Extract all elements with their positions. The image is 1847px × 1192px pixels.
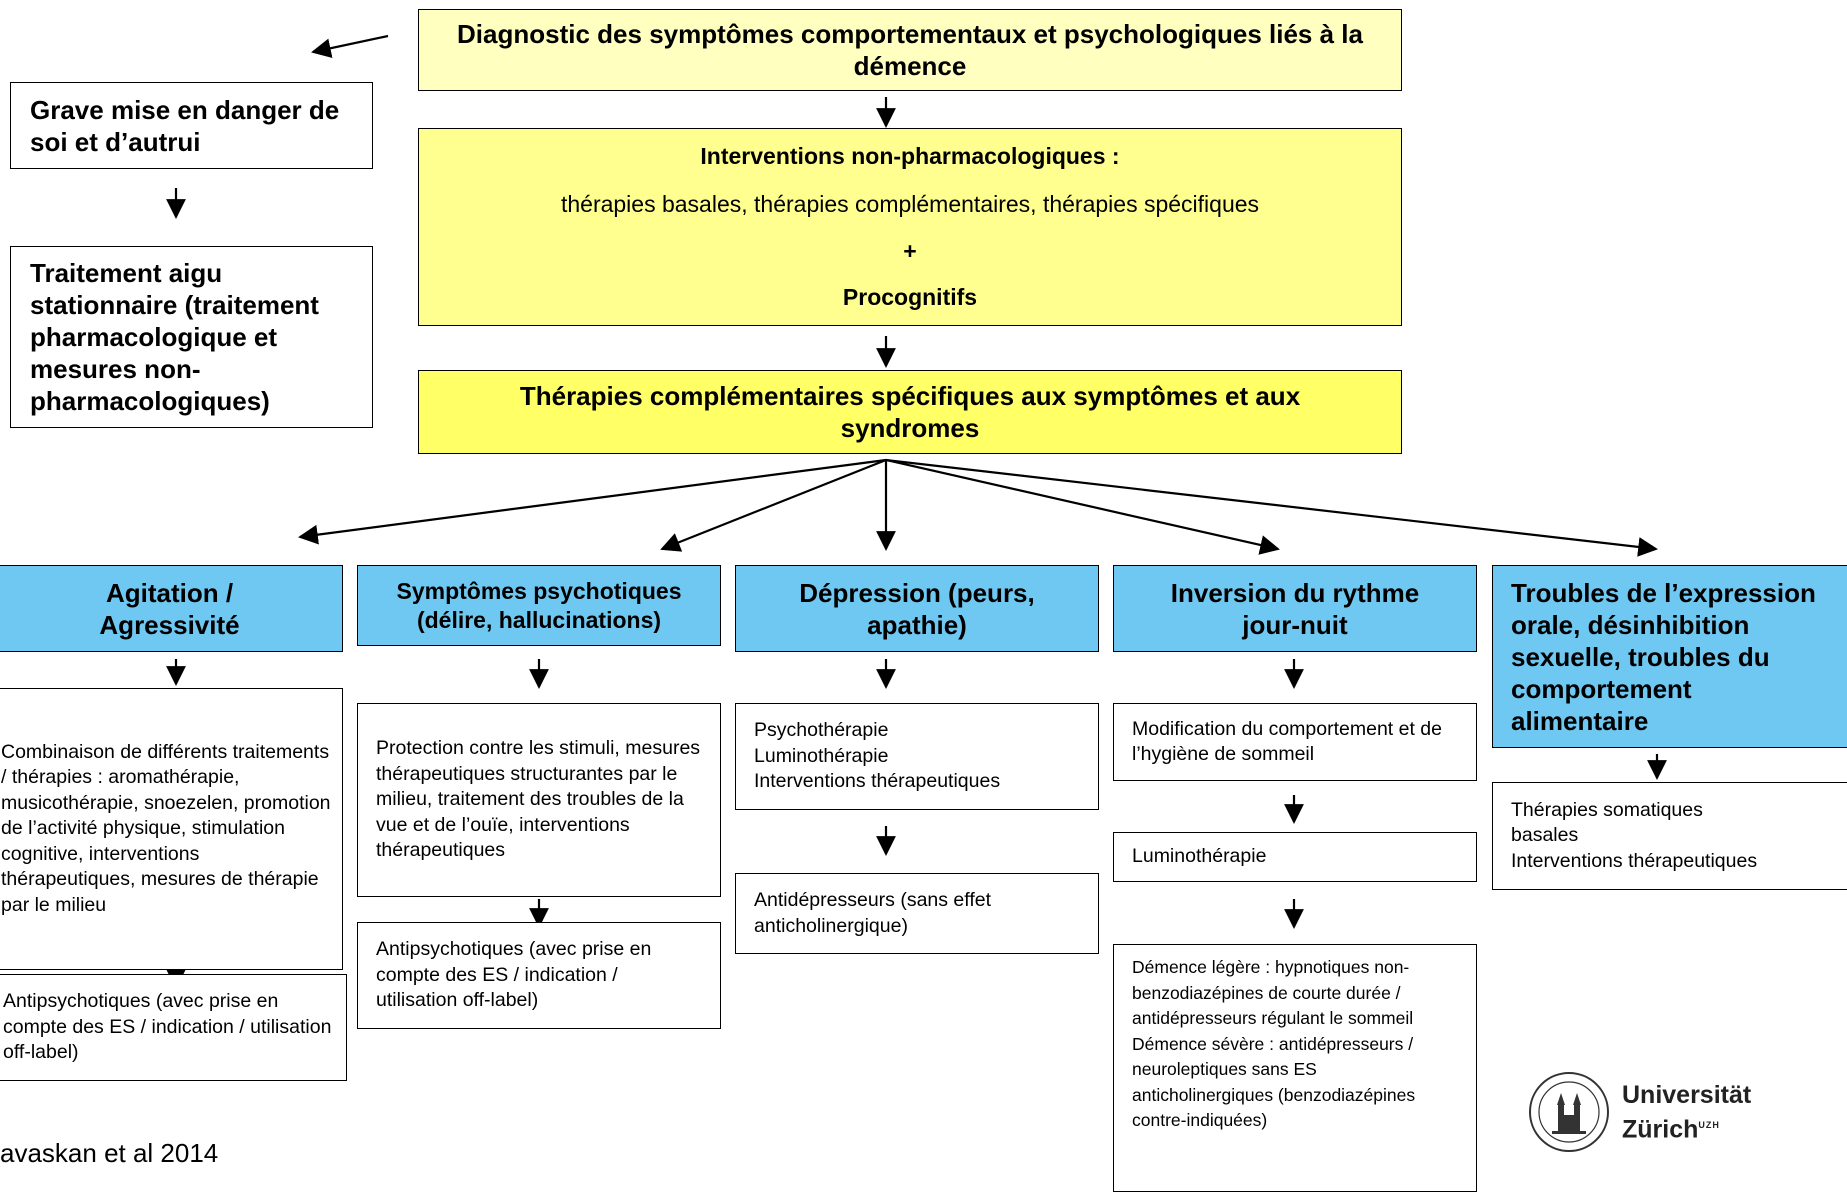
danger-box: Grave mise en danger de soi et d’autrui — [10, 82, 373, 169]
depression-antidepressants-text: Antidépresseurs (sans effet anticholiner… — [754, 889, 992, 937]
university-logo-text: Universität ZürichUZH — [1622, 1080, 1751, 1144]
inversion-medication-severe: Démence sévère : antidépresseurs / neuro… — [1132, 1033, 1416, 1131]
nonpharma-box: Interventions non-pharmacologiques : thé… — [418, 128, 1402, 326]
arrow-to-inversion — [885, 458, 1280, 555]
arrow-to-psychotic — [660, 458, 887, 552]
psychotic-antipsychotics-text: Antipsychotiques (avec prise en compte d… — [376, 938, 652, 1012]
agitation-therapies-box: Combinaison de différents traitements / … — [0, 688, 343, 970]
university-seal-icon — [1529, 1072, 1609, 1152]
diagnosis-text: Diagnostic des symptômes comportementaux… — [457, 19, 1363, 81]
depression-therapy-2: Luminothérapie — [754, 744, 889, 767]
psychotic-therapies-text: Protection contre les stimuli, mesures t… — [376, 737, 701, 862]
header-troubles-text: Troubles de l’expression orale, désinhib… — [1511, 577, 1816, 736]
troubles-therapies-box: Thérapies somatiques basales Interventio… — [1492, 782, 1847, 890]
depression-antidepressants-box: Antidépresseurs (sans effet anticholiner… — [735, 873, 1099, 954]
diagnosis-box: Diagnostic des symptômes comportementaux… — [418, 9, 1402, 91]
header-inversion: Inversion du rythme jour-nuit — [1113, 565, 1477, 652]
troubles-therapy-1: Thérapies somatiques basales — [1511, 798, 1703, 847]
inversion-behaviour-text: Modification du comportement et de l’hyg… — [1132, 717, 1443, 766]
arrow-diagnosis-to-danger — [311, 34, 389, 58]
inversion-light-box: Luminothérapie — [1113, 832, 1477, 882]
agitation-antipsychotics-box: Antipsychotiques (avec prise en compte d… — [0, 974, 347, 1081]
header-inversion-text: Inversion du rythme jour-nuit — [1170, 577, 1420, 640]
header-depression-text: Dépression (peurs, apathie) — [799, 577, 1035, 640]
logo-line1: Universität — [1622, 1080, 1752, 1109]
header-agitation: Agitation / Agressivité — [0, 565, 343, 652]
acute-treatment-text: Traitement aigu stationnaire (traitement… — [30, 258, 319, 416]
complementary-box: Thérapies complémentaires spécifiques au… — [418, 370, 1402, 454]
header-depression: Dépression (peurs, apathie) — [735, 565, 1099, 652]
university-logo: Universität ZürichUZH — [1528, 1071, 1751, 1153]
depression-therapy-3: Interventions thérapeutiques — [754, 770, 1001, 793]
header-psychotic: Symptômes psychotiques (délire, hallucin… — [357, 565, 721, 646]
troubles-therapy-2: Interventions thérapeutiques — [1511, 849, 1758, 872]
inversion-medication-mild: Démence légère : hypnotiques non-benzodi… — [1132, 957, 1414, 1028]
logo-line2: Zürich — [1622, 1115, 1699, 1144]
inversion-behaviour-box: Modification du comportement et de l’hyg… — [1113, 703, 1477, 781]
header-troubles: Troubles de l’expression orale, désinhib… — [1492, 565, 1847, 748]
psychotic-antipsychotics-box: Antipsychotiques (avec prise en compte d… — [357, 922, 721, 1029]
header-agitation-text: Agitation / Agressivité — [99, 577, 240, 640]
agitation-therapies-text: Combinaison de différents traitements / … — [1, 740, 331, 916]
nonpharma-plus: + — [903, 238, 917, 264]
arrow-to-troubles — [885, 458, 1658, 557]
logo-line2-wrap: ZürichUZH — [1622, 1110, 1751, 1144]
nonpharma-therapies: thérapies basales, thérapies complémenta… — [560, 191, 1260, 217]
acute-treatment-box: Traitement aigu stationnaire (traitement… — [10, 246, 373, 428]
header-psychotic-text: Symptômes psychotiques (délire, hallucin… — [396, 577, 682, 633]
nonpharma-title: Interventions non-pharmacologiques : — [700, 143, 1120, 169]
logo-sup: UZH — [1698, 1119, 1720, 1130]
nonpharma-procognitifs: Procognitifs — [842, 284, 978, 310]
depression-therapy-1: Psychothérapie — [754, 719, 889, 742]
danger-text: Grave mise en danger de soi et d’autrui — [30, 94, 340, 157]
inversion-medication-box: Démence légère : hypnotiques non-benzodi… — [1113, 944, 1477, 1192]
depression-therapies-box: Psychothérapie Luminothérapie Interventi… — [735, 703, 1099, 810]
complementary-text: Thérapies complémentaires spécifiques au… — [519, 381, 1301, 443]
inversion-light-text: Luminothérapie — [1132, 845, 1267, 868]
arrow-to-agitation — [298, 458, 887, 545]
reference-citation: avaskan et al 2014 — [0, 1138, 219, 1168]
psychotic-therapies-box: Protection contre les stimuli, mesures t… — [357, 703, 721, 897]
agitation-antipsychotics-text: Antipsychotiques (avec prise en compte d… — [3, 990, 332, 1064]
